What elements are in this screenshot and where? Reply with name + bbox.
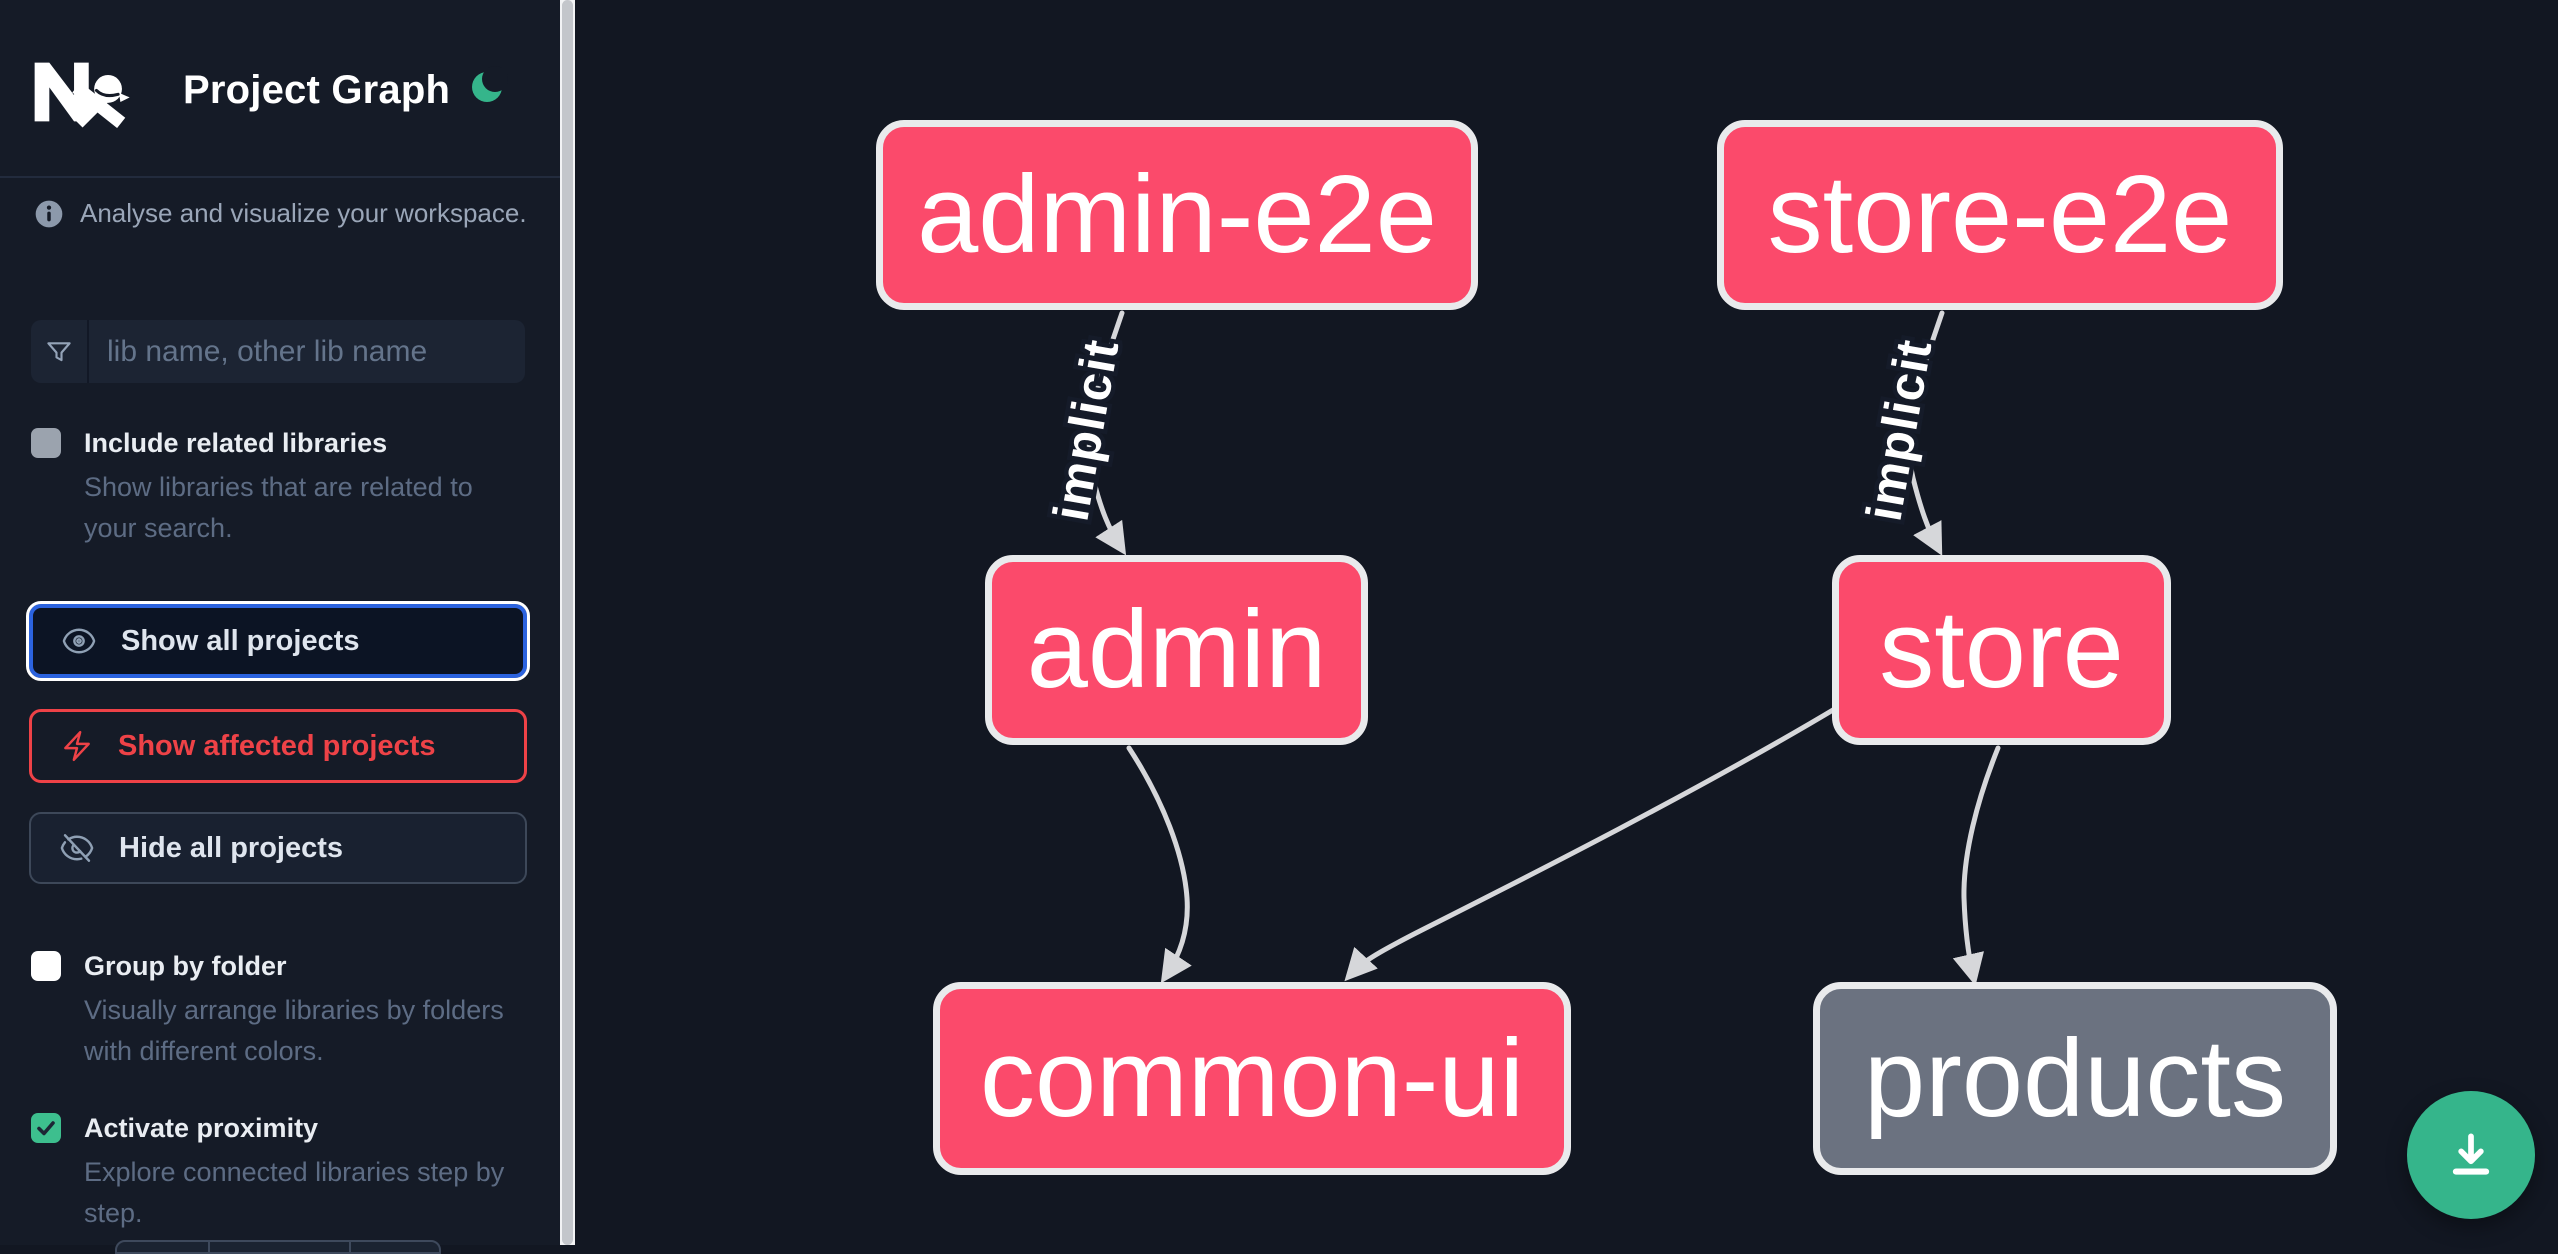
graph-edge-store-to-products [1952, 745, 2001, 986]
sidebar: Project Graph Analyse and visualize your… [0, 0, 560, 1254]
graph-node-admin-e2e[interactable]: admin-e2e [876, 120, 1478, 310]
download-icon [2452, 1133, 2490, 1175]
graph-edge-store-e2e-to-store [1906, 310, 1945, 556]
graph-node-store-e2e[interactable]: store-e2e [1717, 120, 2283, 310]
group-by-folder-checkbox[interactable] [31, 951, 61, 981]
activate-proximity-checkbox[interactable] [31, 1113, 61, 1143]
graph-node-common-ui[interactable]: common-ui [933, 982, 1571, 1175]
check-icon [37, 1121, 55, 1136]
graph-node-admin[interactable]: admin [985, 555, 1368, 745]
stepper-divider [349, 1242, 351, 1254]
search-input[interactable] [89, 320, 523, 383]
page-title: Project Graph [183, 68, 451, 112]
stepper-divider [208, 1242, 210, 1254]
sidebar-scrollbar[interactable] [560, 0, 575, 1245]
show-affected-projects-button[interactable]: Show affected projects [29, 709, 527, 783]
search-box [31, 320, 525, 383]
toggle-label: Include related libraries [84, 428, 388, 458]
graph-edge-admin-to-common-ui [1126, 745, 1192, 984]
bolt-icon [64, 730, 90, 762]
info-icon [35, 200, 63, 228]
tagline-row: Analyse and visualize your workspace. [33, 196, 533, 232]
graph-edge-store-to-common-ui [1344, 704, 1841, 982]
show-all-projects-button[interactable]: Show all projects [26, 601, 530, 681]
nx-logo [34, 62, 130, 128]
toggle-description: Explore connected libraries step by step… [84, 1157, 505, 1228]
proximity-stepper[interactable] [115, 1240, 441, 1254]
button-label: Show all projects [121, 624, 360, 657]
button-label: Hide all projects [119, 831, 344, 864]
sidebar-header: Project Graph [0, 0, 560, 178]
toggle-description: Show libraries that are related to your … [84, 472, 473, 543]
eye-slash-icon [60, 834, 94, 862]
toggle-label: Activate proximity [84, 1113, 319, 1143]
graph-node-products[interactable]: products [1813, 982, 2337, 1175]
moon-icon[interactable] [468, 66, 508, 106]
hide-all-projects-button[interactable]: Hide all projects [29, 812, 527, 884]
scrollbar-thumb[interactable] [562, 0, 573, 1245]
graph-edge-admin-e2e-to-admin [1086, 310, 1127, 556]
eye-icon [62, 628, 96, 654]
button-label: Show affected projects [118, 729, 436, 762]
toggle-description: Visually arrange libraries by folders wi… [84, 995, 504, 1066]
download-image-button[interactable] [2407, 1091, 2535, 1219]
tagline-text: Analyse and visualize your workspace. [80, 198, 527, 228]
filter-icon [31, 320, 89, 383]
toggle-label: Group by folder [84, 951, 287, 981]
graph-node-store[interactable]: store [1832, 555, 2171, 745]
graph-edges [1086, 310, 2001, 986]
include-related-checkbox[interactable] [31, 428, 61, 458]
